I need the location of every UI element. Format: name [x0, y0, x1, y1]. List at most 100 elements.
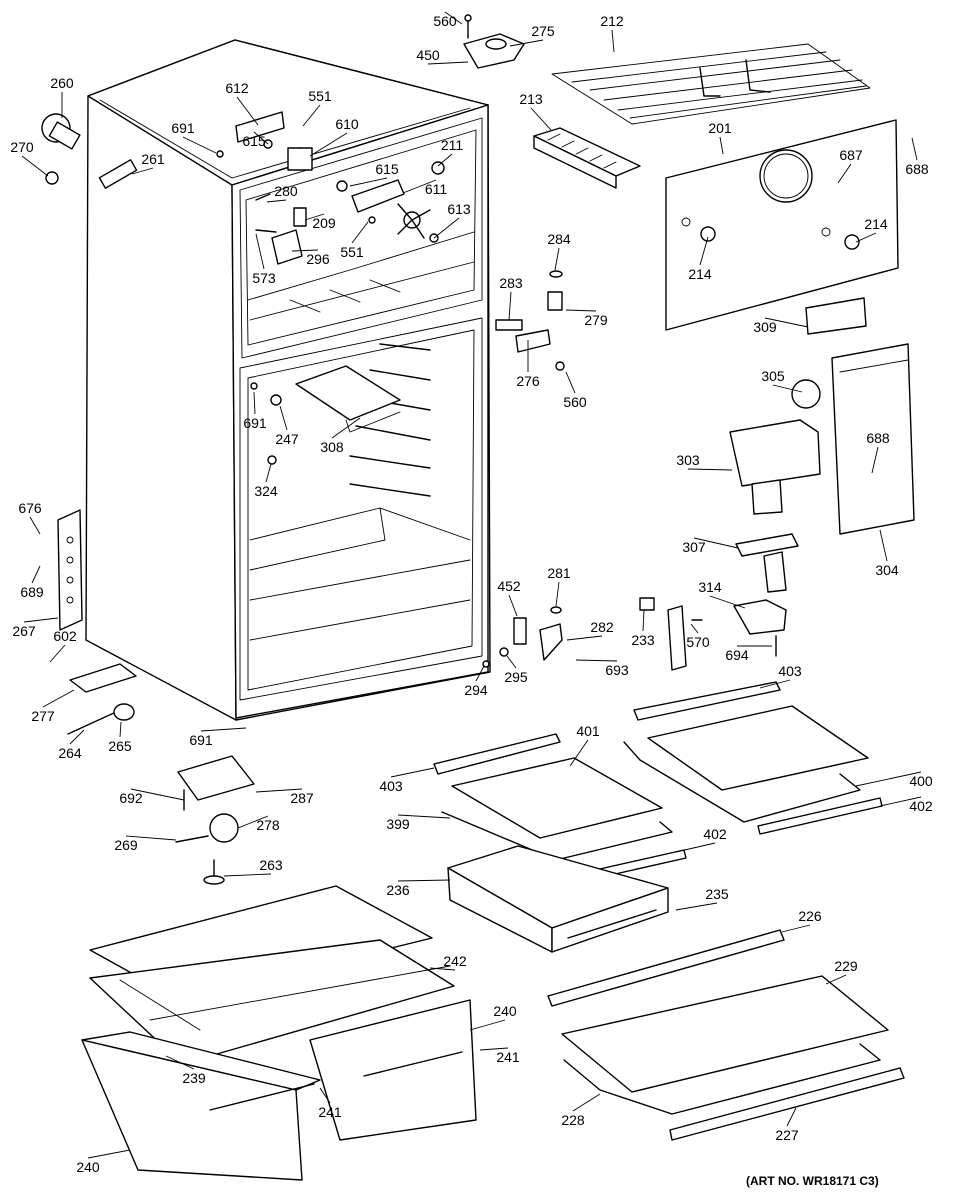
part-label-265: 265 — [108, 738, 132, 754]
leader-line-692 — [130, 788, 185, 801]
part-label-573: 573 — [252, 270, 276, 286]
part-label-401: 401 — [576, 723, 600, 739]
leader-line-602 — [49, 644, 66, 663]
part-label-324: 324 — [254, 483, 278, 499]
leader-line-452 — [508, 594, 518, 617]
part-label-314: 314 — [698, 579, 722, 595]
leader-line-287 — [255, 788, 303, 793]
hinge-parts-center — [482, 270, 565, 668]
part-label-240: 240 — [493, 1003, 517, 1019]
part-label-687: 687 — [839, 147, 863, 163]
part-label-240: 240 — [76, 1159, 100, 1175]
leader-line-551 — [302, 104, 321, 127]
leader-line-241 — [319, 1087, 331, 1104]
part-label-276: 276 — [516, 373, 540, 389]
leader-line-235 — [675, 902, 718, 911]
leader-line-308 — [331, 417, 361, 439]
leader-line-212 — [611, 29, 615, 53]
left-fittings — [41, 113, 138, 189]
leader-line-303 — [687, 468, 733, 471]
leader-line-280 — [266, 199, 287, 203]
cabinet-body — [57, 39, 491, 721]
part-label-296: 296 — [306, 251, 330, 267]
part-label-691: 691 — [189, 732, 213, 748]
bottom-leveling-parts — [67, 663, 255, 885]
part-label-691: 691 — [171, 120, 195, 136]
top-hinge-assembly — [463, 14, 525, 69]
part-label-611: 611 — [425, 181, 448, 197]
part-label-284: 284 — [547, 231, 571, 247]
leader-lines — [21, 11, 922, 1159]
leader-line-211 — [437, 153, 453, 167]
part-label-560: 560 — [563, 394, 587, 410]
part-label-236: 236 — [386, 882, 410, 898]
ice-tray-213 — [533, 127, 641, 189]
leader-line-691 — [200, 727, 247, 732]
leader-line-450 — [427, 61, 469, 65]
part-label-280: 280 — [274, 183, 298, 199]
leader-line-551 — [351, 221, 369, 244]
leader-line-229 — [825, 974, 847, 985]
leader-line-305 — [772, 384, 803, 393]
part-label-227: 227 — [775, 1127, 799, 1143]
leader-line-236 — [397, 879, 451, 882]
leader-line-570 — [690, 623, 699, 634]
leader-line-615 — [253, 131, 269, 145]
part-label-551: 551 — [340, 244, 364, 260]
leader-line-228 — [572, 1093, 601, 1112]
part-label-211: 211 — [441, 137, 464, 153]
part-label-304: 304 — [875, 562, 899, 578]
part-label-676: 676 — [18, 500, 42, 516]
leader-line-611 — [402, 179, 437, 194]
part-label-275: 275 — [531, 23, 555, 39]
part-label-403: 403 — [778, 663, 802, 679]
freezer-components — [216, 111, 445, 265]
part-label-610: 610 — [335, 116, 359, 132]
part-label-235: 235 — [705, 886, 729, 902]
leader-line-201 — [719, 136, 724, 155]
leader-line-296 — [291, 249, 319, 252]
part-label-615: 615 — [242, 133, 266, 149]
part-label-270: 270 — [10, 139, 34, 155]
leader-line-691 — [182, 136, 217, 154]
leader-line-265 — [119, 721, 122, 738]
leader-line-560 — [565, 371, 576, 394]
part-label-402: 402 — [703, 826, 727, 842]
leader-line-314 — [709, 595, 746, 609]
part-label-452: 452 — [497, 578, 521, 594]
leader-line-304 — [879, 529, 888, 562]
leader-line-613 — [433, 217, 460, 239]
part-label-689: 689 — [20, 584, 44, 600]
leader-line-294 — [475, 665, 485, 682]
part-label-264: 264 — [58, 745, 82, 761]
leader-line-264 — [69, 729, 85, 745]
leader-line-399 — [397, 814, 451, 819]
part-label-305: 305 — [761, 368, 785, 384]
leader-line-281 — [555, 581, 560, 607]
leader-line-233 — [642, 609, 645, 632]
part-label-213: 213 — [519, 91, 543, 107]
leader-line-209 — [304, 213, 325, 221]
leader-line-275 — [509, 39, 544, 47]
part-label-303: 303 — [676, 452, 700, 468]
part-label-403: 403 — [379, 778, 403, 794]
leader-line-283 — [508, 291, 512, 321]
leader-line-693 — [575, 659, 618, 662]
leader-line-402 — [675, 842, 716, 853]
part-label-694: 694 — [725, 647, 749, 663]
leader-line-227 — [786, 1107, 797, 1127]
part-label-260: 260 — [50, 75, 74, 91]
part-label-402: 402 — [909, 798, 933, 814]
part-label-692: 692 — [119, 790, 143, 806]
freezer-panel-201 — [665, 119, 899, 331]
leader-line-676 — [29, 516, 41, 535]
leader-line-282 — [566, 635, 603, 641]
leader-line-401 — [569, 739, 589, 767]
part-label-283: 283 — [499, 275, 523, 291]
part-label-309: 309 — [753, 319, 777, 335]
part-label-551: 551 — [308, 88, 332, 104]
part-label-281: 281 — [547, 565, 571, 581]
part-label-691: 691 — [243, 415, 267, 431]
